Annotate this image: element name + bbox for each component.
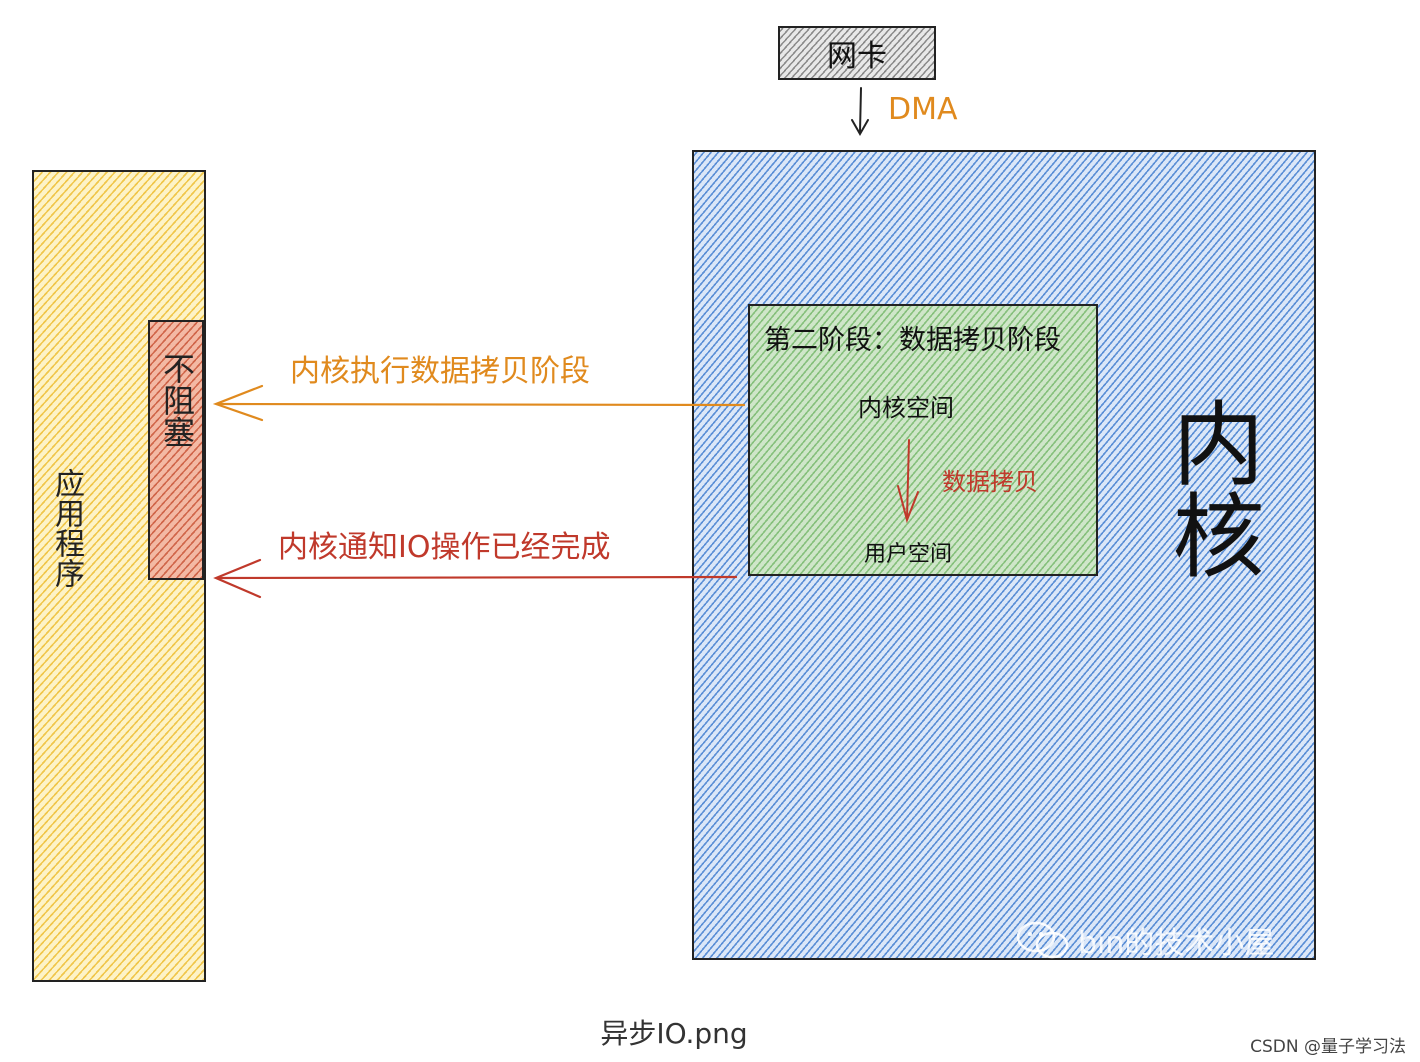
- notify-arrow-label: 内核通知IO操作已经完成: [278, 530, 611, 565]
- notify-arrow: [213, 558, 738, 599]
- dma-arrow: [851, 87, 869, 137]
- network-card-block: 网卡: [778, 26, 936, 80]
- exec-copy-arrow: [212, 384, 746, 422]
- nonblocking-block: [148, 320, 204, 580]
- data-copy-label: 数据拷贝: [942, 468, 1038, 496]
- network-card-label: 网卡: [827, 39, 887, 74]
- watermark-text: bin的技术小屋: [1078, 926, 1275, 961]
- nonblocking-label: 不阻塞: [158, 352, 196, 448]
- wechat-icon: [1016, 921, 1069, 959]
- image-caption: 异步IO.png: [600, 1017, 748, 1050]
- kernel-space-label: 内核空间: [858, 394, 954, 422]
- source-credit: CSDN @量子学习法: [1250, 1037, 1406, 1057]
- copy-stage-title: 第二阶段：数据拷贝阶段: [764, 325, 1061, 356]
- copy-stage-block: [748, 304, 1098, 576]
- user-space-label: 用户空间: [864, 542, 953, 567]
- application-label: 应用程序: [49, 468, 84, 588]
- data-copy-arrow: [897, 439, 919, 524]
- exec-copy-arrow-label: 内核执行数据拷贝阶段: [290, 354, 590, 389]
- dma-label: DMA: [888, 92, 958, 127]
- watermark: bin的技术小屋: [1014, 918, 1274, 962]
- kernel-label: 内核: [1157, 396, 1264, 580]
